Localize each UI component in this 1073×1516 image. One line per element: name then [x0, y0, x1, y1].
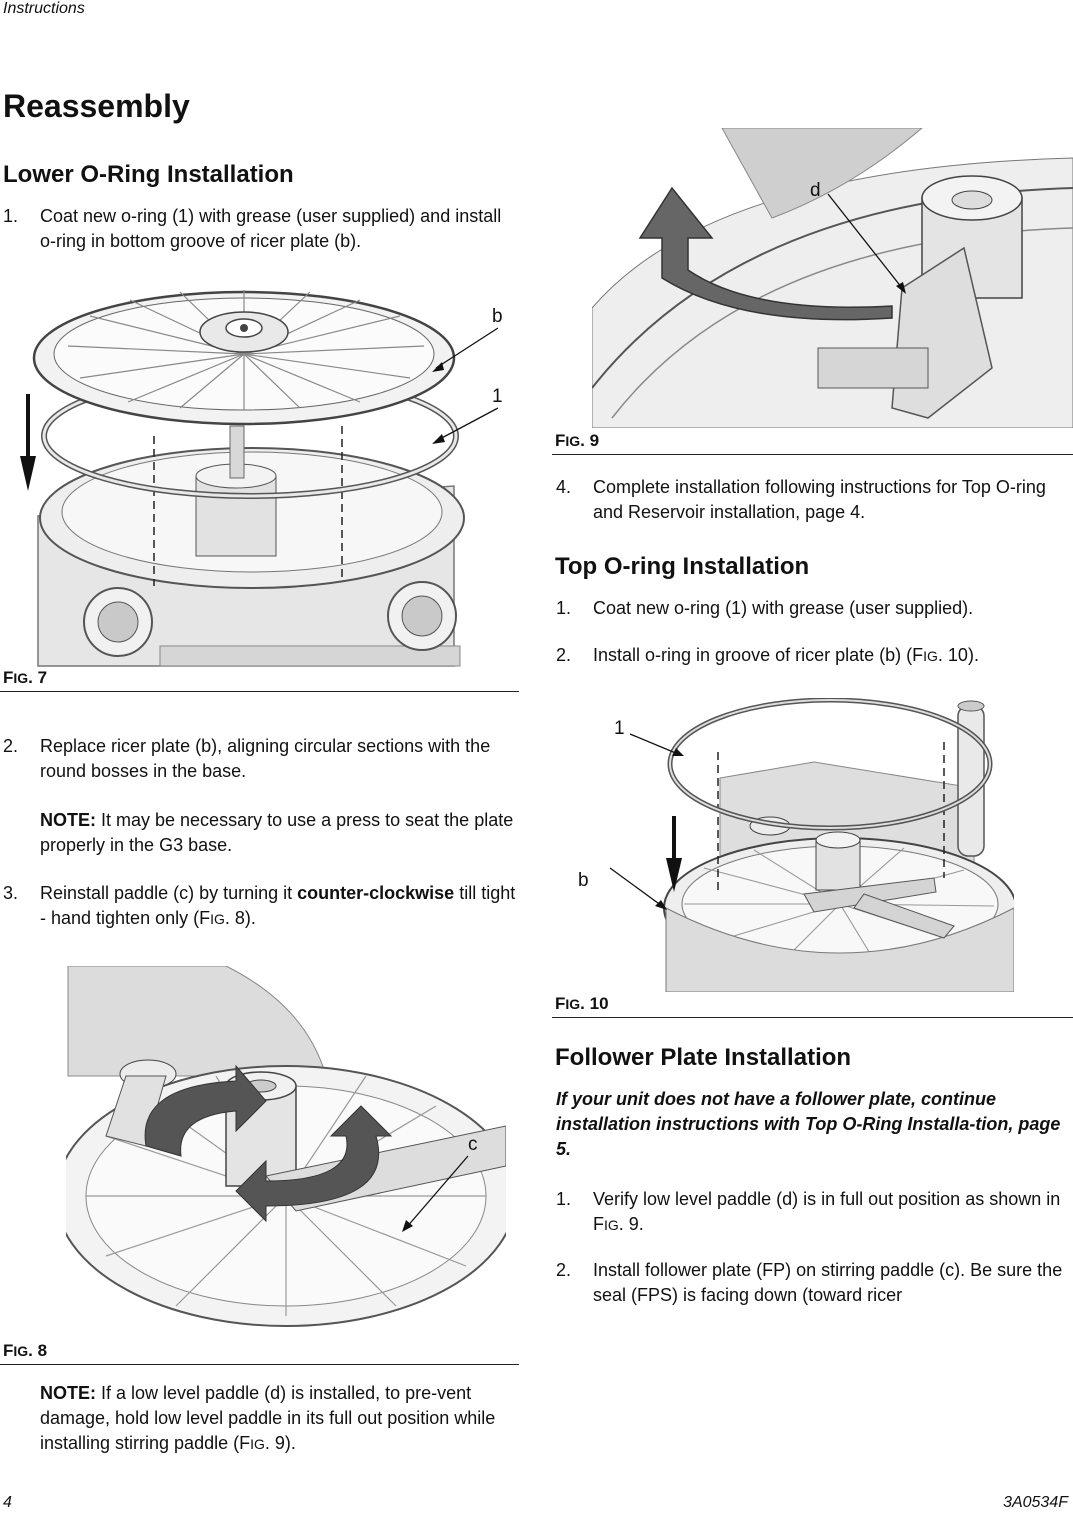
step-4: 4. Complete installation following instr… [556, 475, 1066, 527]
callout-c: c [468, 1134, 478, 1155]
follower-note: If your unit does not have a follower pl… [556, 1089, 1061, 1159]
step-number: 3. [3, 883, 19, 903]
fig10-illustration: 1 b [574, 698, 1014, 992]
step-number: 2. [556, 1260, 572, 1280]
callout-1: 1 [492, 386, 503, 407]
top-step-1: 1. Coat new o-ring (1) with grease (user… [556, 596, 1066, 622]
lower-step-3: 3. Reinstall paddle (c) by turning it co… [3, 881, 517, 933]
document-id: 3A0534F [1003, 1494, 1068, 1511]
fig8-illustration: c [66, 966, 506, 1334]
fig8-caption: FIG. 8 [3, 1341, 48, 1360]
fig7-illustration: b 1 [20, 286, 520, 668]
step-number: 1. [3, 206, 19, 226]
step-number: 1. [556, 1189, 572, 1209]
step-number: 2. [3, 736, 19, 756]
fig10-rule [552, 1017, 1073, 1018]
note-text: If a low level paddle (d) is installed, … [40, 1383, 496, 1453]
note-low-level-paddle: NOTE: If a low level paddle (d) is insta… [40, 1381, 516, 1457]
lower-oring-heading: Lower O-Ring Installation [3, 161, 294, 188]
note-label: NOTE: [40, 1383, 96, 1403]
step-text: Reinstall paddle (c) by turning it count… [40, 883, 516, 928]
step-number: 4. [556, 477, 572, 497]
callout-1: 1 [614, 718, 625, 739]
note-text: It may be necessary to use a press to se… [40, 810, 514, 855]
step-text: Coat new o-ring (1) with grease (user su… [593, 598, 974, 618]
top-oring-heading: Top O-ring Installation [555, 553, 810, 580]
step-text: Install o-ring in groove of ricer plate … [593, 645, 979, 665]
follower-plate-heading: Follower Plate Installation [555, 1044, 852, 1071]
step-text: Complete installation following instruct… [593, 477, 1046, 522]
lower-step-2: 2. Replace ricer plate (b), aligning cir… [3, 734, 517, 786]
top-step-2: 2. Install o-ring in groove of ricer pla… [556, 643, 1066, 669]
fig9-caption: FIG. 9 [555, 431, 600, 450]
fig9-rule [552, 454, 1073, 455]
callout-b: b [492, 306, 503, 327]
fig7-caption: FIG. 7 [3, 668, 48, 687]
page-title: Reassembly [3, 88, 190, 124]
follower-step-1: 1. Verify low level paddle (d) is in ful… [556, 1187, 1066, 1239]
follower-step-2: 2. Install follower plate (FP) on stirri… [556, 1258, 1066, 1310]
note-press: NOTE: It may be necessary to use a press… [40, 808, 516, 858]
step-number: 1. [556, 598, 572, 618]
step-text: Install follower plate (FP) on stirring … [593, 1260, 1063, 1305]
fig10-caption: FIG. 10 [555, 994, 609, 1013]
section-header: Instructions [3, 0, 85, 17]
step-text: Verify low level paddle (d) is in full o… [593, 1189, 1061, 1234]
lower-step-1: 1. Coat new o-ring (1) with grease (user… [3, 204, 517, 256]
fig8-rule [0, 1364, 519, 1365]
callout-d: d [810, 180, 821, 201]
step-text: Coat new o-ring (1) with grease (user su… [40, 206, 502, 251]
step-number: 2. [556, 645, 572, 665]
callout-b: b [578, 870, 589, 891]
note-label: NOTE: [40, 810, 96, 830]
step-text: Replace ricer plate (b), aligning circul… [40, 736, 491, 781]
page-number: 4 [3, 1494, 12, 1511]
fig7-rule [0, 691, 519, 692]
fig9-illustration: d [592, 128, 1073, 428]
